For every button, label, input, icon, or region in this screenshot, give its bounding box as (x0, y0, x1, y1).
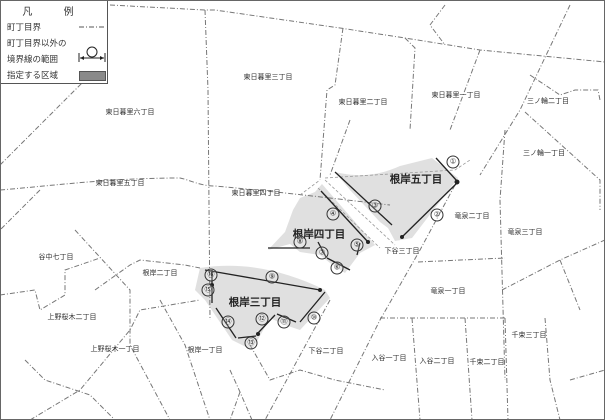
marker-16: ⑯ (204, 268, 218, 282)
marker-5: ⑤ (350, 238, 364, 252)
marker-8: ⑧ (293, 235, 307, 249)
marker-15: ⑮ (201, 283, 215, 297)
marker-10: ⑩ (307, 311, 321, 325)
marker-14: ⑭ (221, 315, 235, 329)
designated-area-label: 根岸五丁目 (389, 173, 443, 186)
district-label: 入谷二丁目 (419, 357, 455, 365)
district-label: 東日暮里二丁目 (338, 98, 388, 106)
legend-label-designated-area: 指定する区域 (7, 71, 59, 81)
district-label: 東日暮里一丁目 (431, 91, 481, 99)
marker-2: ② (430, 208, 444, 222)
district-label: 三ノ輪一丁目 (523, 149, 565, 157)
legend-label-other-boundary: 町丁目界以外の (7, 39, 67, 49)
district-label: 上野桜木二丁目 (47, 313, 97, 321)
district-label: 上野桜木一丁目 (90, 345, 140, 353)
district-label: 根岸一丁目 (187, 346, 223, 354)
legend-label-town-boundary: 町丁目界 (7, 23, 42, 33)
district-label: 千束二丁目 (469, 358, 505, 366)
legend-title: 凡 例 (22, 7, 88, 18)
gray-fill-swatch-icon (79, 71, 106, 81)
district-label: 竜泉一丁目 (430, 287, 466, 295)
district-label: 東日暮里五丁目 (95, 179, 145, 187)
area-negishi-3 (195, 265, 330, 350)
district-label: 東日暮里六丁目 (105, 108, 155, 116)
district-label: 根岸二丁目 (142, 269, 178, 277)
area-negishi-5 (335, 158, 458, 241)
marker-9: ⑨ (265, 270, 279, 284)
marker-12: ⑫ (255, 312, 269, 326)
district-label: 千束三丁目 (511, 331, 547, 339)
marker-7: ⑦ (315, 246, 329, 260)
marker-1: ① (446, 155, 460, 169)
designated-area-label: 根岸三丁目 (228, 296, 282, 309)
district-label: 東日暮里四丁目 (231, 189, 281, 197)
designated-area-label: 根岸四丁目 (292, 228, 346, 241)
district-label: 東日暮里三丁目 (243, 73, 293, 81)
district-label: 下谷三丁目 (384, 247, 420, 255)
area-outlines (299, 159, 471, 249)
marker-3: ③ (368, 199, 382, 213)
district-label: 三ノ輪二丁目 (527, 97, 569, 105)
range-arrow-circle-icon (78, 46, 106, 62)
district-label: 竜泉二丁目 (454, 212, 490, 220)
legend-label-boundary-range: 境界線の範囲 (7, 55, 59, 65)
marker-6: ⑥ (330, 261, 344, 275)
district-label: 谷中七丁目 (38, 253, 74, 261)
area-negishi-4 (268, 184, 375, 273)
marker-13: ⑬ (244, 336, 258, 350)
designated-area-fills (195, 158, 458, 350)
marker-4: ④ (326, 207, 340, 221)
dash-dot-line-icon (79, 26, 105, 28)
marker-11: ⑪ (277, 315, 291, 329)
district-label: 入谷一丁目 (371, 354, 407, 362)
legend-box: 凡 例 町丁目界 町丁目界以外の 境界線の範囲 指定する区域 (0, 0, 108, 84)
district-label: 竜泉三丁目 (507, 228, 543, 236)
district-label: 下谷二丁目 (308, 347, 344, 355)
